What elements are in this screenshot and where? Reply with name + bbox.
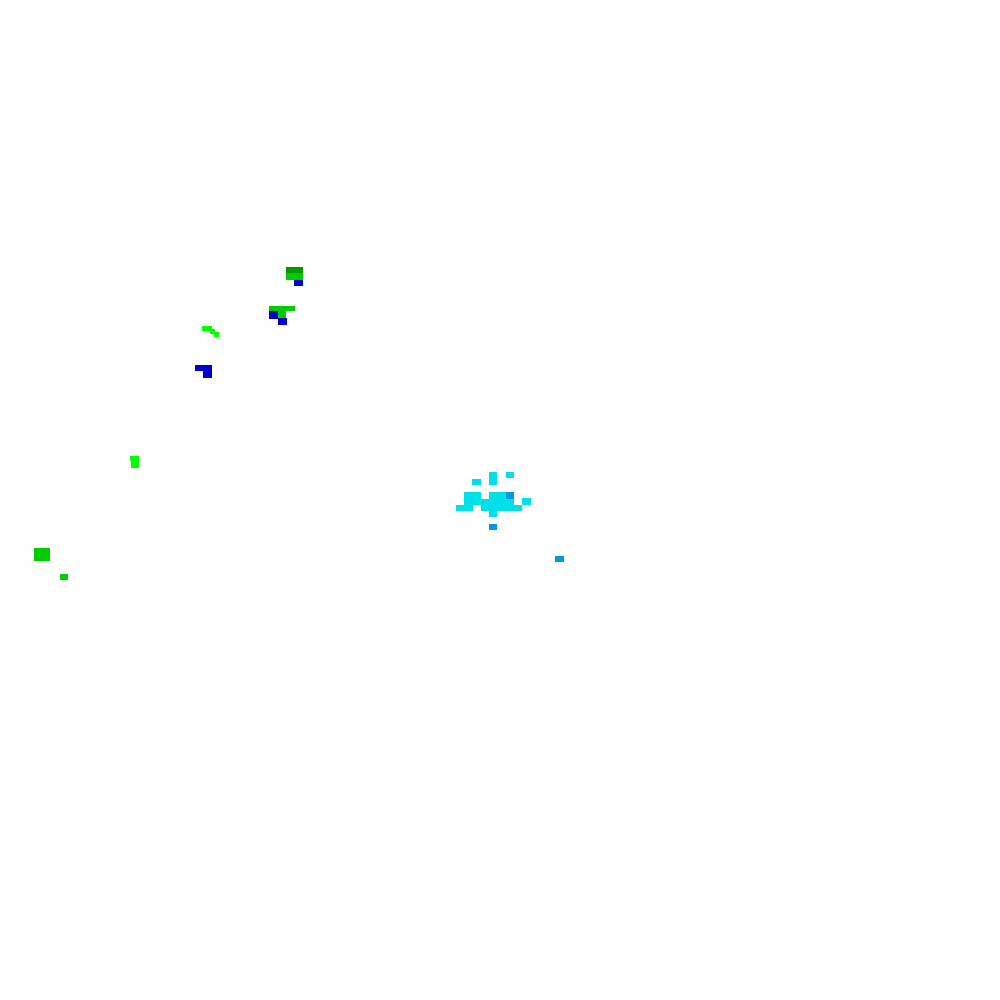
- echo-cell: [555, 556, 564, 562]
- echo-cell: [472, 479, 481, 485]
- echo-cell: [131, 461, 139, 468]
- echo-cell: [506, 492, 514, 499]
- echo-cell: [60, 574, 68, 580]
- echo-cell: [286, 273, 303, 280]
- echo-cell: [489, 511, 497, 517]
- echo-cell: [130, 456, 139, 461]
- echo-cell: [195, 365, 212, 371]
- echo-cell: [34, 548, 50, 561]
- echo-cell: [203, 371, 212, 378]
- echo-cell: [269, 311, 278, 319]
- echo-cell: [286, 267, 303, 273]
- echo-cell: [210, 329, 215, 334]
- echo-cell: [269, 306, 295, 311]
- echo-cell: [489, 472, 497, 478]
- echo-cell: [294, 280, 303, 286]
- echo-cell: [202, 326, 212, 331]
- cluster-far-left: [34, 456, 139, 580]
- echo-cell: [522, 498, 531, 505]
- echo-cell: [489, 478, 497, 485]
- cluster-upper-left: [195, 267, 303, 378]
- echo-cell: [278, 318, 287, 325]
- echo-cell: [481, 505, 522, 511]
- cluster-center-cyan: [456, 472, 564, 562]
- echo-cell: [464, 492, 481, 499]
- echo-cell: [456, 505, 473, 511]
- echo-cell: [277, 311, 286, 318]
- echo-cell: [489, 492, 506, 499]
- echo-cell: [464, 499, 514, 505]
- echo-cell: [214, 332, 219, 337]
- echo-cell: [506, 472, 514, 478]
- echo-cell: [489, 524, 497, 530]
